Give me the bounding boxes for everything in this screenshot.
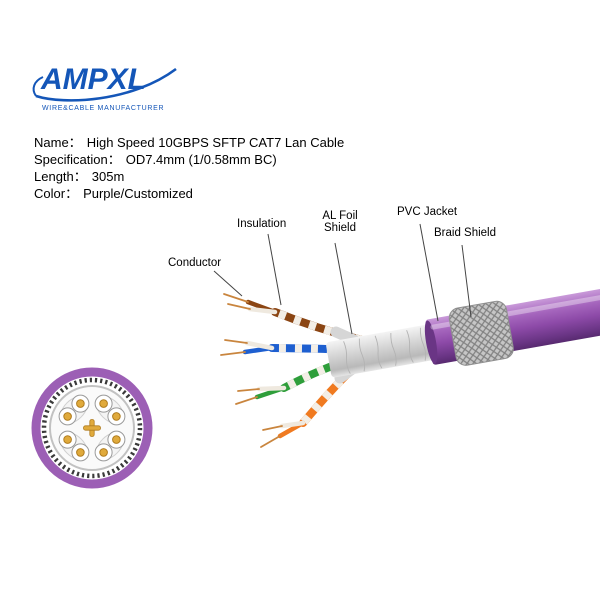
label-pvc-jacket: PVC Jacket: [397, 206, 458, 218]
spec-value: OD7.4mm (1/0.58mm BC): [125, 152, 277, 167]
braid-shield-leader-line: [461, 244, 472, 318]
logo-swoosh-curl: [32, 76, 44, 97]
braid-shield: [448, 300, 514, 366]
foil-crinkles: [343, 327, 427, 374]
conductor-cross: [76, 448, 85, 457]
wire-insulation-white: [247, 306, 278, 315]
cross-section-pair: [58, 394, 90, 426]
wire-insulation-white: [244, 340, 275, 351]
conductor-cross: [99, 399, 108, 408]
cross-section-pair: [58, 430, 90, 462]
cross-section-pair: [94, 430, 126, 462]
pair-twist-highlight: [299, 357, 365, 426]
spec-value: High Speed 10GBPS SFTP CAT7 Lan Cable: [86, 135, 345, 150]
spec-label: Specification：: [34, 152, 121, 167]
label-insulation: Insulation: [237, 218, 287, 230]
spec-label: Length：: [34, 169, 87, 184]
spec-label: Name：: [34, 135, 82, 150]
wire-insulation-white: [279, 420, 306, 429]
label-al-foil-line2: Shield: [324, 222, 356, 234]
cross-section-braid-ring: [41, 377, 143, 479]
insulation-leader-line: [267, 233, 282, 306]
jacket-cut-edge: [424, 320, 438, 364]
bare-conductor: [262, 425, 283, 431]
logo-swoosh: [35, 67, 177, 102]
spec-value: Purple/Customized: [83, 186, 193, 201]
bare-conductor: [220, 351, 246, 356]
cable-body: [326, 285, 600, 378]
label-al-foil-line1: AL Foil: [322, 210, 358, 222]
bare-conductor: [223, 293, 249, 303]
label-al-foil-shield: AL Foil Shield: [314, 210, 366, 234]
al-foil-leader-line: [334, 242, 353, 335]
spec-row-color: Color： Purple/Customized: [34, 185, 344, 202]
label-conductor: Conductor: [168, 257, 222, 269]
cross-section-pair: [94, 394, 126, 426]
spec-row-specification: Specification： OD7.4mm (1/0.58mm BC): [34, 151, 344, 168]
logo-text: AMPXL: [40, 63, 146, 96]
al-foil-shield: [326, 324, 438, 378]
conductor-cross: [112, 435, 121, 444]
spec-label: Color：: [34, 186, 79, 201]
label-braid-shield: Braid Shield: [434, 227, 497, 239]
bare-conductor: [224, 339, 248, 344]
bare-conductor: [260, 435, 281, 448]
spec-value: 305m: [91, 169, 125, 184]
bare-conductor: [227, 303, 251, 310]
conductor-cross: [76, 399, 85, 408]
cross-section-diagram: [31, 367, 153, 489]
bare-conductor: [237, 388, 260, 392]
pair-twist-highlight: [271, 344, 363, 354]
conductor-cross: [63, 435, 72, 444]
wire-insulation-white: [256, 385, 287, 392]
conductor-cross: [112, 412, 121, 421]
pair-twist-highlight: [273, 308, 363, 344]
product-specs: Name： High Speed 10GBPS SFTP CAT7 Lan Cab…: [34, 134, 344, 202]
conductor-cross: [99, 448, 108, 457]
logo-tagline: WIRE&CABLE MANUFACTURER: [42, 105, 164, 112]
center-cross-filler: [83, 419, 101, 437]
pvc-jacket-leader-line: [419, 223, 439, 322]
leader-lines: [213, 223, 472, 335]
spec-row-name: Name： High Speed 10GBPS SFTP CAT7 Lan Cab…: [34, 134, 344, 151]
spec-row-length: Length： 305m: [34, 168, 344, 185]
conductor-leader-line: [213, 270, 243, 297]
brand-logo: AMPXL WIRE&CABLE MANUFACTURER: [32, 63, 177, 112]
bare-conductor: [235, 396, 258, 405]
conductor-cross: [63, 412, 72, 421]
